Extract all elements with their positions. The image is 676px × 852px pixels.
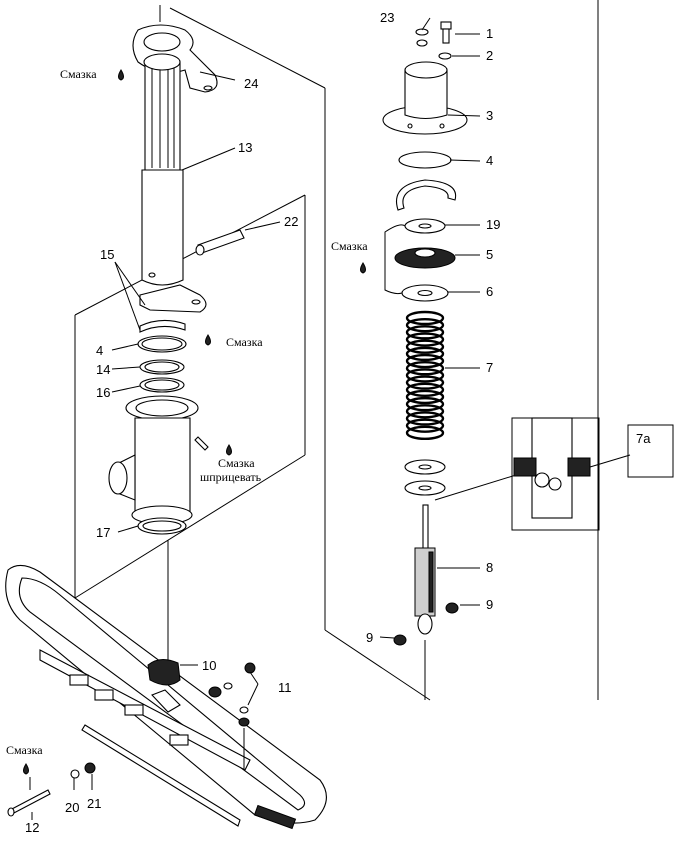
- grease-note-mid: Смазка: [226, 335, 263, 349]
- label-part-1: 1: [486, 26, 493, 41]
- spring-coil: [405, 382, 445, 397]
- nuts-part-11: [208, 662, 256, 770]
- pin-part-22: [195, 229, 245, 256]
- grease-note-right: Смазка: [331, 239, 368, 253]
- grease-drop-icon: [360, 262, 366, 274]
- spring-part-7: [405, 310, 445, 441]
- grease-fitting: [194, 436, 209, 451]
- bolt-part-12: [7, 789, 51, 817]
- grease-drop-icons: [23, 69, 366, 775]
- label-part-14: 14: [96, 362, 110, 377]
- grease-note-top: Смазка: [60, 67, 97, 81]
- label-part-10: 10: [202, 658, 216, 673]
- spring-coil: [405, 332, 445, 347]
- spring-coil: [405, 396, 445, 412]
- label-part-20: 20: [65, 800, 79, 815]
- spring-coil: [405, 325, 445, 340]
- label-part-24: 24: [244, 76, 258, 91]
- label-part-11: 11: [278, 680, 292, 695]
- washer-part-19: [404, 218, 446, 234]
- label-part-4-left: 4: [96, 343, 103, 358]
- grease-note-bottom: Смазка: [6, 743, 43, 757]
- label-part-5: 5: [486, 247, 493, 262]
- seal-part-4: [398, 151, 452, 169]
- spring-coil: [405, 368, 445, 383]
- shock-absorber-part-8: [414, 504, 436, 635]
- ski-assembly: [5, 564, 327, 830]
- spring-coil: [405, 389, 445, 405]
- label-part-7a: 7a: [636, 431, 651, 446]
- top-cap-part-3: [382, 61, 468, 135]
- label-part-12: 12: [25, 820, 39, 835]
- bolt-part-9-left: [393, 634, 407, 646]
- leader-lines: [29, 17, 481, 820]
- label-part-22: 22: [284, 214, 298, 229]
- spring-coil: [405, 346, 445, 362]
- label-part-8: 8: [486, 560, 493, 575]
- grease-drop-icon: [205, 334, 211, 346]
- grease-fitting-note-line2: шприцевать: [200, 470, 262, 484]
- grease-drop-icon: [226, 444, 232, 456]
- grease-drop-icon: [23, 763, 29, 775]
- frame-lines: [74, 0, 599, 701]
- spring-coil: [405, 310, 445, 326]
- washer-part-2: [438, 52, 452, 60]
- label-part-3: 3: [486, 108, 493, 123]
- label-part-13: 13: [238, 140, 252, 155]
- spring-coil: [405, 375, 445, 390]
- label-part-19: 19: [486, 217, 500, 232]
- spring-coil: [405, 317, 445, 333]
- washer-part-23: [415, 28, 429, 47]
- bolt-part-1: [440, 21, 452, 44]
- label-part-7: 7: [486, 360, 493, 375]
- spring-coil: [405, 361, 445, 376]
- bearing-part-5: [394, 247, 456, 269]
- spring-coil: [405, 339, 445, 354]
- grease-fitting-note-line1: Смазка: [218, 456, 255, 470]
- spring-coil: [405, 411, 445, 426]
- bracket-part-10: [147, 659, 181, 686]
- spring-coil: [405, 418, 445, 433]
- label-part-21: 21: [87, 796, 101, 811]
- washer-part-20: [70, 769, 80, 779]
- ring-stack-left: [137, 319, 187, 393]
- detail-7a: [434, 417, 674, 531]
- nut-part-21: [84, 762, 96, 774]
- steering-housing: [108, 395, 199, 525]
- bolt-part-9-right: [445, 602, 459, 614]
- spring-coil: [405, 404, 445, 419]
- label-part-15: 15: [100, 247, 114, 262]
- label-part-6: 6: [486, 284, 493, 299]
- label-part-16: 16: [96, 385, 110, 400]
- label-part-17: 17: [96, 525, 110, 540]
- ring-part-17: [137, 517, 187, 535]
- spring-coil: [405, 425, 445, 441]
- grease-drop-icon: [118, 69, 124, 81]
- label-part-4: 4: [486, 153, 493, 168]
- steering-tube-part-13: [139, 53, 207, 313]
- label-part-23: 23: [380, 10, 394, 25]
- washer-stack-7a: [404, 459, 446, 496]
- washer-part-6: [401, 284, 449, 302]
- label-part-9-right: 9: [486, 597, 493, 612]
- snap-ring-part-4: [396, 179, 457, 211]
- label-part-2: 2: [486, 48, 493, 63]
- label-part-9-left: 9: [366, 630, 373, 645]
- spring-coil: [405, 353, 445, 369]
